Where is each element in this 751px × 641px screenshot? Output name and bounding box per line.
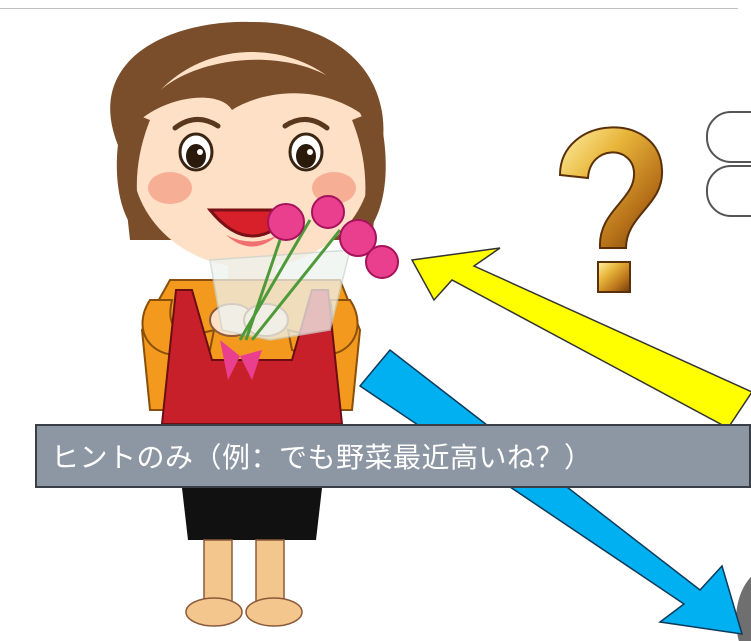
woman-illustration-icon [110, 21, 399, 627]
top-divider [0, 8, 738, 9]
blue-arrow-icon [358, 348, 744, 635]
speech-bubble-icon [706, 111, 751, 217]
hint-banner-text: ヒントのみ（例：でも野菜最近高いね？） [51, 441, 593, 474]
yellow-arrow-icon [410, 247, 751, 429]
hint-banner: ヒントのみ（例：でも野菜最近高いね？） [35, 424, 751, 488]
question-mark-icon [558, 126, 664, 293]
